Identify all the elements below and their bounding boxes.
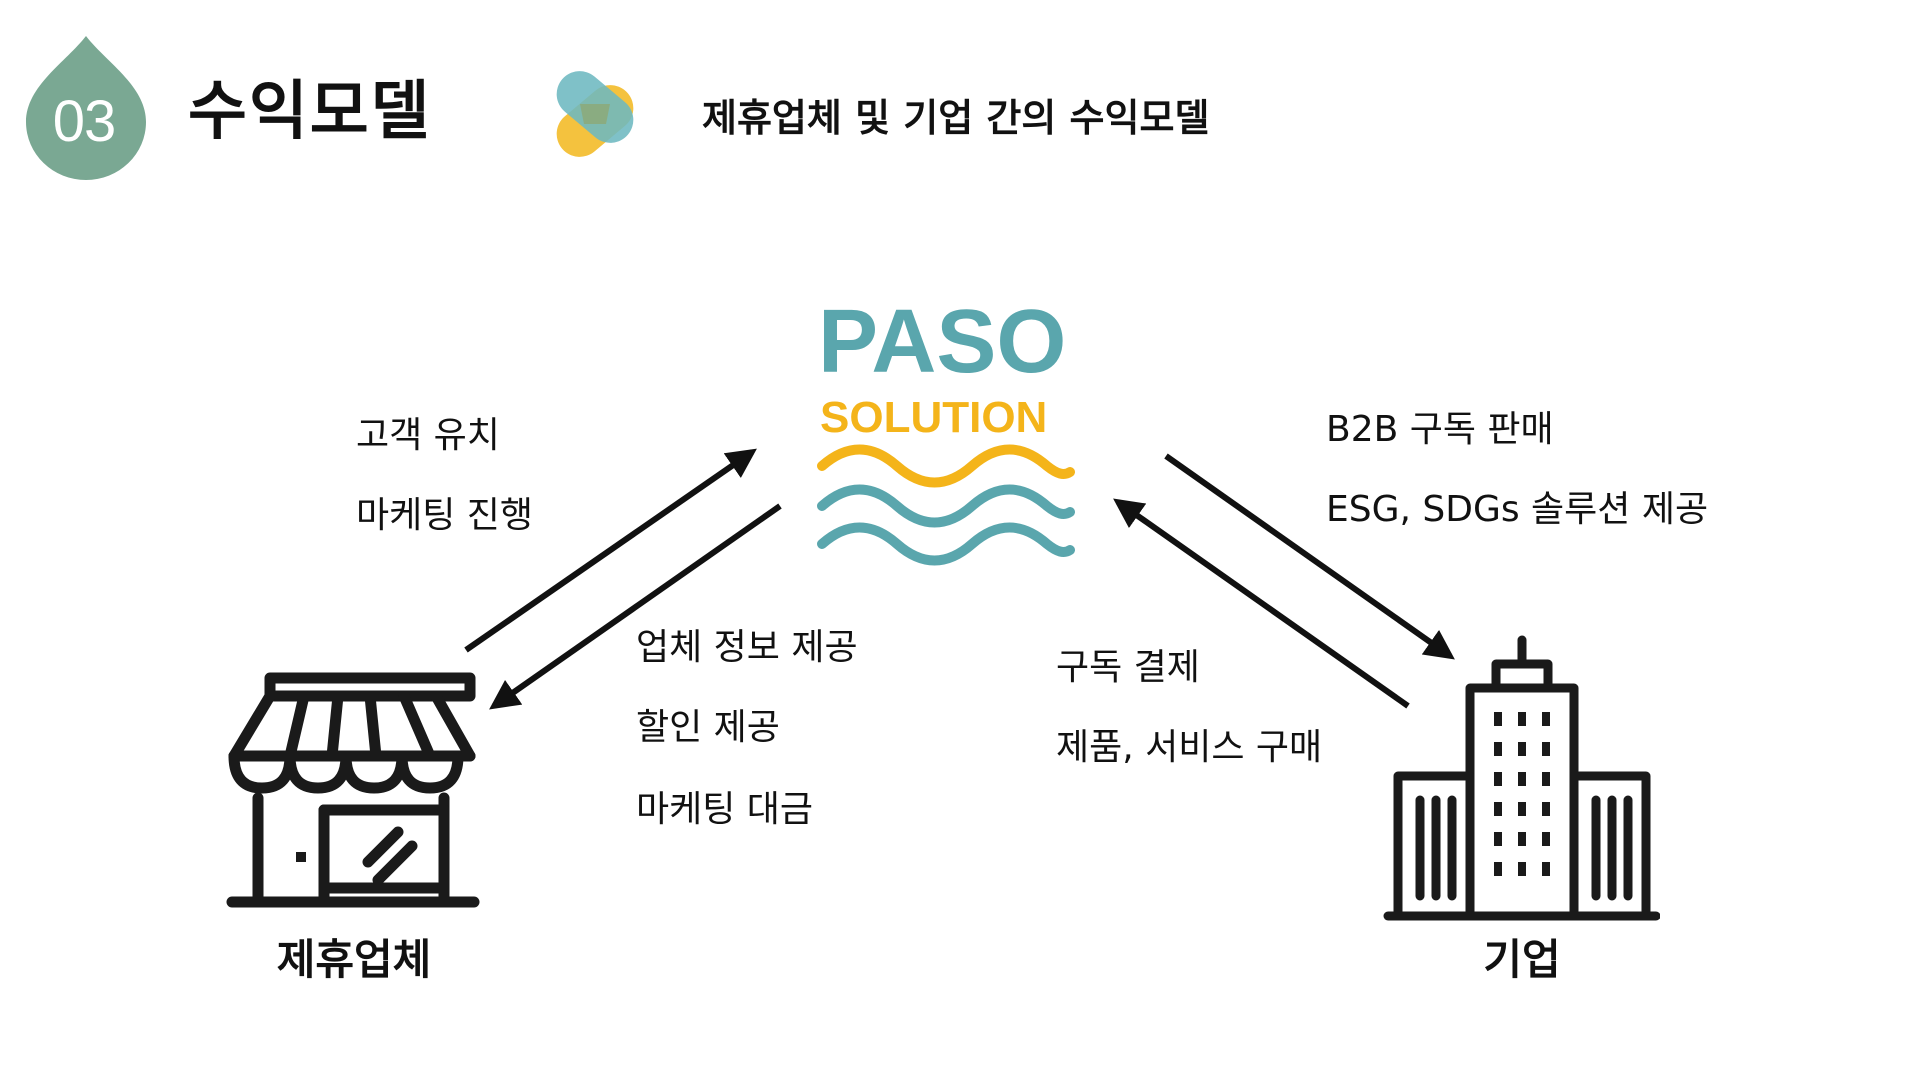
arrow-partner-to-paso [464,448,757,653]
partner-to-paso-label-2: 마케팅 진행 [356,495,534,536]
partner-to-paso-label-1: 고객 유치 [356,415,500,456]
paso-to-company-label-2: ESG, SDGs 솔루션 제공 [1326,489,1709,530]
page-title: 수익모델 [188,75,432,149]
office-building-icon [1383,635,1660,921]
paso-solution-logo: PASO SOLUTION [817,292,1075,566]
paso-to-partner-label-1: 업체 정보 제공 [636,627,858,668]
number-badge [26,36,146,180]
arrow-paso-to-partner [489,503,782,710]
logo-tagline: SOLUTION [820,393,1047,442]
logo-wordmark: PASO [818,292,1066,392]
arrow-paso-to-company [1164,453,1455,660]
logo-wave-yellow [817,444,1075,488]
section-number: 03 [52,89,117,154]
company-to-paso-label-2: 제품, 서비스 구매 [1056,727,1323,768]
overlapping-pills-icon [556,71,634,157]
page-subtitle: 제휴업체 및 기업 간의 수익모델 [702,96,1210,140]
company-to-paso-label-1: 구독 결제 [1056,647,1200,688]
paso-to-partner-label-2: 할인 제공 [636,707,780,748]
logo-wave-teal-1 [817,484,1075,528]
storefront-icon [226,672,480,908]
company-label: 기업 [1483,935,1561,984]
paso-to-company-label-1: B2B 구독 판매 [1326,409,1554,450]
paso-to-partner-label-3: 마케팅 대금 [636,789,814,830]
partner-label: 제휴업체 [276,935,432,984]
arrow-company-to-paso [1113,498,1410,709]
logo-wave-teal-2 [817,522,1075,566]
